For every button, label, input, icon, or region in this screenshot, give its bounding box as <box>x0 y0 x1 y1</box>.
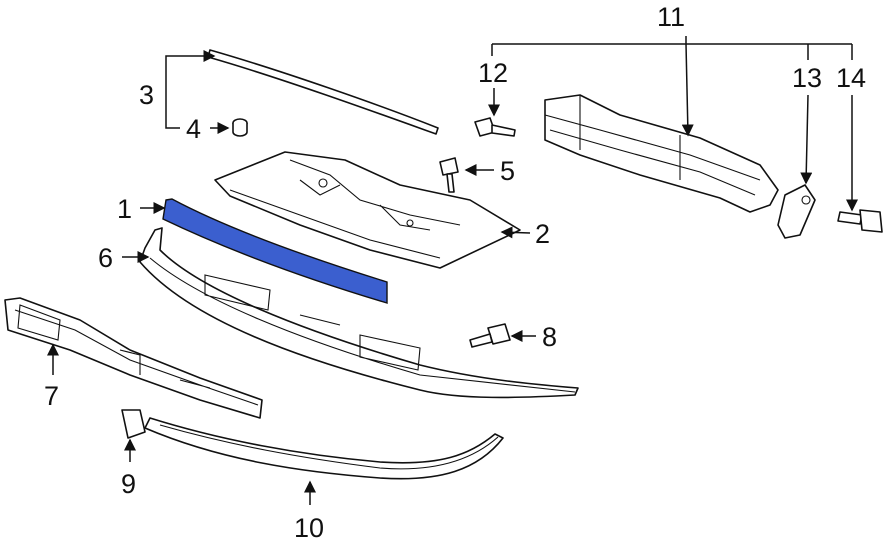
callout-3: 3 <box>139 80 154 110</box>
callout-14: 14 <box>836 63 866 93</box>
callout-5: 5 <box>500 156 515 186</box>
part-6-bumper-support[interactable] <box>139 227 579 399</box>
callout-13: 13 <box>792 63 822 93</box>
callout-7: 7 <box>44 381 59 411</box>
part-5-bolt[interactable] <box>439 157 459 193</box>
callout-10: 10 <box>294 513 324 543</box>
callout-9: 9 <box>121 469 136 499</box>
callout-6: 6 <box>98 243 113 273</box>
part-11-grille-support[interactable] <box>544 94 779 213</box>
part-10-lower-trim[interactable] <box>144 417 504 480</box>
callout-1: 1 <box>117 194 132 224</box>
part-12-bolt[interactable] <box>474 117 516 137</box>
part-14-bolt[interactable] <box>837 209 883 233</box>
part-2-cover[interactable] <box>214 151 521 269</box>
part-1-reinforcement-highlighted[interactable] <box>162 198 388 304</box>
part-13-bracket[interactable] <box>777 184 816 239</box>
callout-2: 2 <box>535 219 550 249</box>
part-9-clip-cover[interactable] <box>121 409 146 439</box>
callout-4: 4 <box>186 114 201 144</box>
leader-lines <box>47 36 858 505</box>
callout-11: 11 <box>657 2 685 32</box>
part-7-lower-bracket[interactable] <box>4 297 263 419</box>
callout-8: 8 <box>542 322 557 352</box>
part-3-seal-strip[interactable] <box>207 49 439 135</box>
highlighted-part[interactable] <box>162 198 388 304</box>
part-4-clip[interactable] <box>232 118 248 137</box>
part-8-bolt[interactable] <box>469 323 511 348</box>
callout-12: 12 <box>478 58 508 88</box>
